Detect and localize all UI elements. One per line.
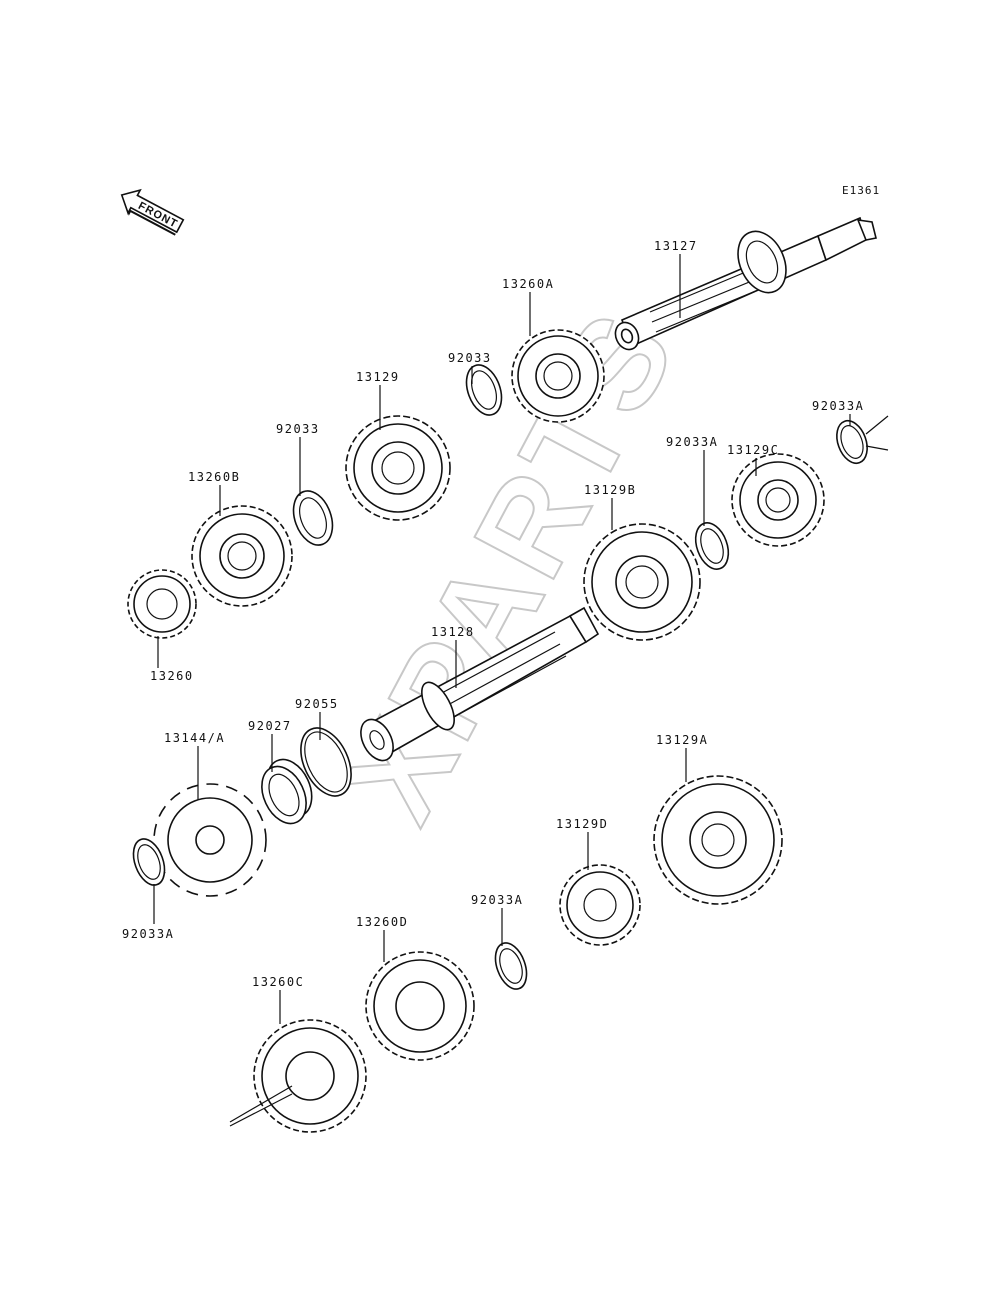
- gear-13260C: [253, 1019, 367, 1133]
- label-92033-mid: 92033: [276, 422, 320, 436]
- label-13127: 13127: [654, 239, 698, 253]
- label-92033-top: 92033: [448, 351, 492, 365]
- label-92033A-left: 92033A: [122, 927, 174, 941]
- gear-13260B: [191, 505, 293, 607]
- label-92033A-right: 92033A: [812, 399, 864, 413]
- front-arrow-icon: FRONT: [120, 188, 185, 236]
- label-13260A: 13260A: [502, 277, 554, 291]
- leader-lines: [153, 254, 851, 1024]
- gear-13129A: [653, 775, 783, 905]
- shaft-13127: [614, 216, 877, 351]
- label-13260D: 13260D: [356, 915, 408, 929]
- label-13129A: 13129A: [656, 733, 708, 747]
- label-13260C: 13260C: [252, 975, 304, 989]
- label-13129D: 13129D: [556, 817, 608, 831]
- circlip-92033A-bottom: [494, 942, 528, 990]
- circlip-92033-top: [465, 364, 503, 416]
- label-13144A: 13144/A: [164, 731, 225, 745]
- gear-13129: [345, 415, 451, 521]
- label-13129: 13129: [356, 370, 400, 384]
- gear-13260A: [511, 329, 605, 423]
- label-92033A-bottom: 92033A: [471, 893, 523, 907]
- label-13129C: 13129C: [727, 443, 779, 457]
- gear-13260D: [365, 951, 475, 1061]
- collar-92027: [261, 758, 313, 825]
- gear-13129D: [559, 864, 641, 946]
- label-92033A-center: 92033A: [666, 435, 718, 449]
- circlip-92033A-left: [132, 838, 166, 886]
- circlip-92033-mid: [292, 490, 334, 546]
- circlip-92033A-right: [836, 419, 868, 465]
- gear-13260: [127, 569, 197, 639]
- gear-13129B: [583, 523, 701, 641]
- label-13260: 13260: [150, 669, 194, 683]
- label-13129B: 13129B: [584, 483, 636, 497]
- shaft-13128: [360, 606, 600, 762]
- label-92055: 92055: [295, 697, 339, 711]
- diagram-code: E1361: [842, 184, 880, 197]
- gear-13129C: [731, 453, 825, 547]
- label-13260B: 13260B: [188, 470, 240, 484]
- label-13128: 13128: [431, 625, 475, 639]
- label-92027: 92027: [248, 719, 292, 733]
- sprocket-13144A: [153, 783, 267, 897]
